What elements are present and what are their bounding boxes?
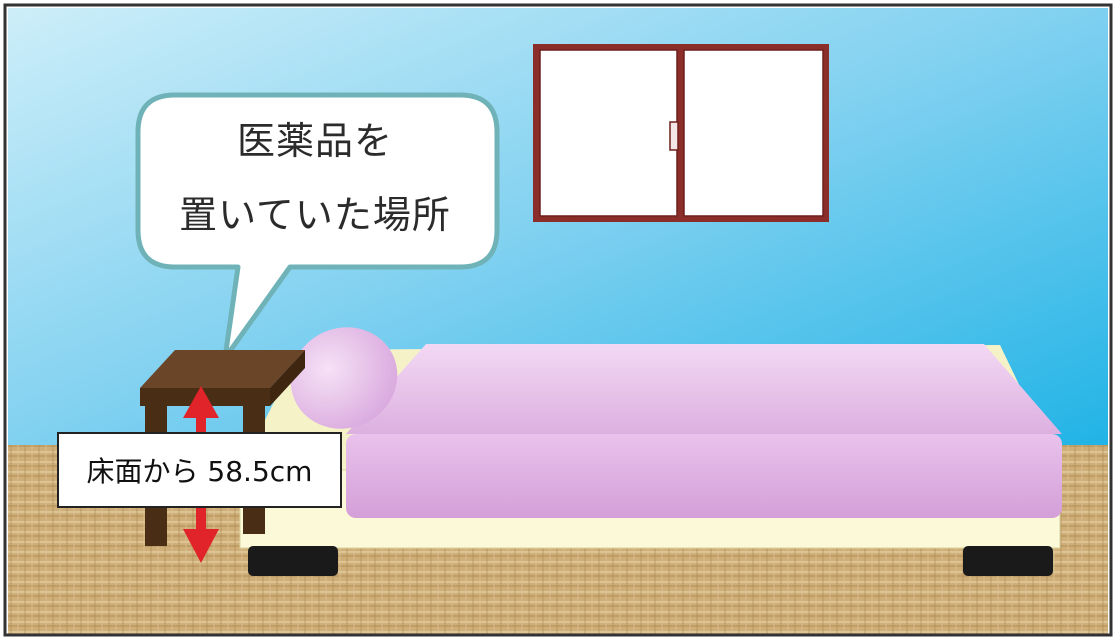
frame-border [3,3,1113,637]
bed-leg-right [963,546,1053,576]
mattress [346,344,1062,518]
callout-line-1: 医薬品を [236,119,393,163]
bed-leg-left [248,546,338,576]
callout-bubble [135,92,500,361]
height-label: 床面から 58.5cm [57,432,342,508]
pillow [290,327,398,429]
window [533,44,829,222]
callout-line-2: 置いていた場所 [179,193,451,237]
